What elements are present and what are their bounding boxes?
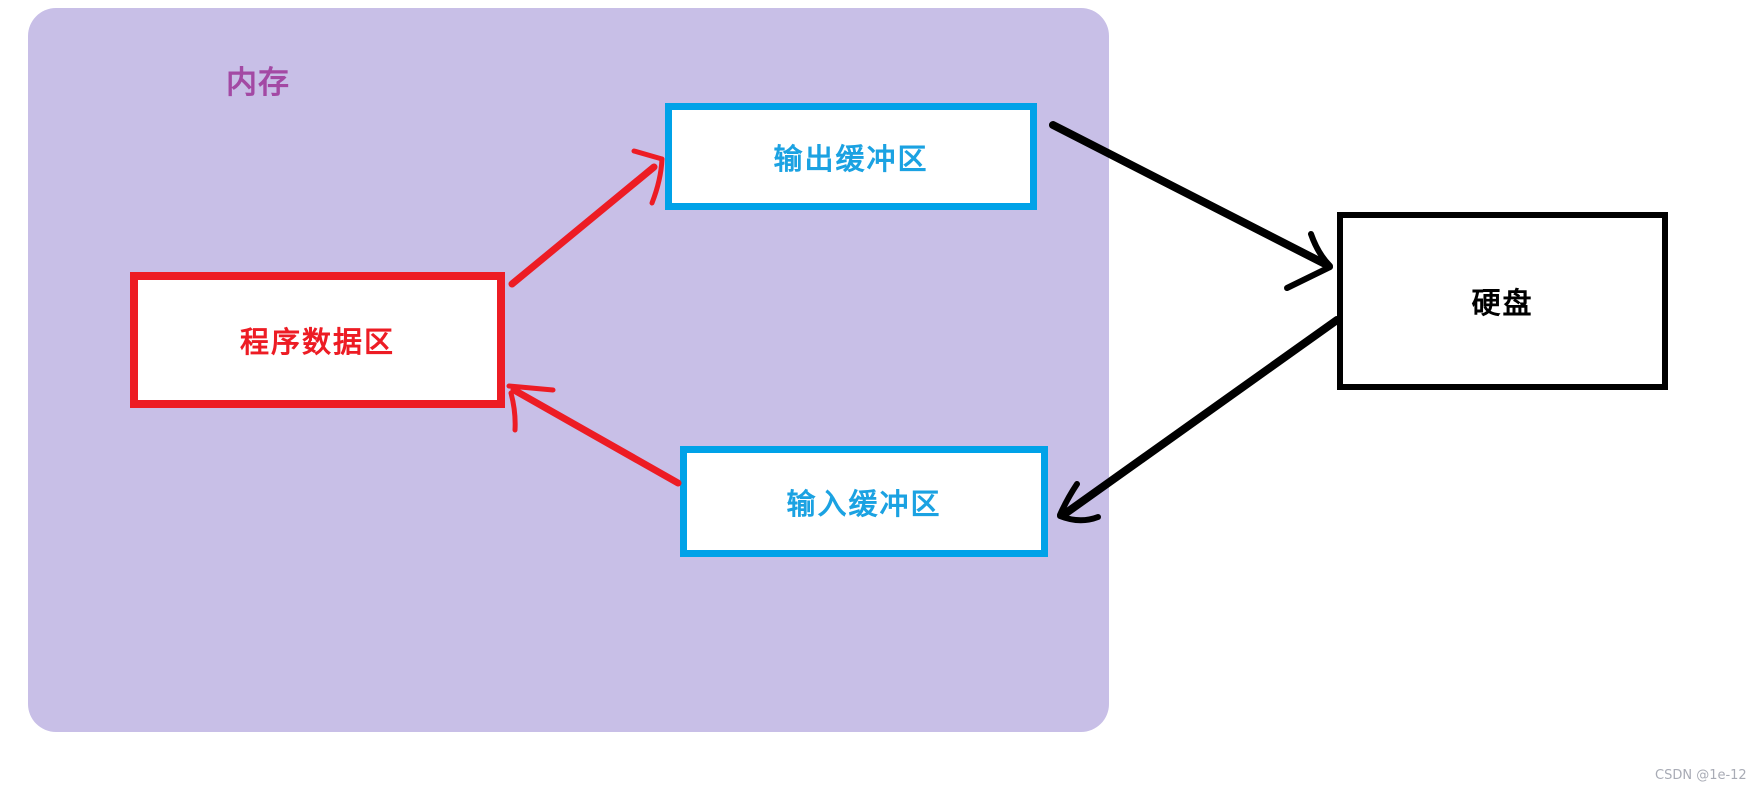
csdn-watermark: CSDN @1e-12 xyxy=(1655,768,1747,783)
memory-region-label: 内存 xyxy=(226,65,290,101)
program-data-label: 程序数据区 xyxy=(239,325,395,359)
input-buffer-box: 输入缓冲区 xyxy=(680,446,1048,557)
hard-disk-label: 硬盘 xyxy=(1471,286,1534,320)
input-buffer-label: 输入缓冲区 xyxy=(786,486,942,521)
output-buffer-label: 输出缓冲区 xyxy=(773,141,929,176)
hard-disk-box: 硬盘 xyxy=(1337,212,1668,390)
program-data-box: 程序数据区 xyxy=(130,272,505,408)
output-buffer-box: 输出缓冲区 xyxy=(665,103,1037,210)
